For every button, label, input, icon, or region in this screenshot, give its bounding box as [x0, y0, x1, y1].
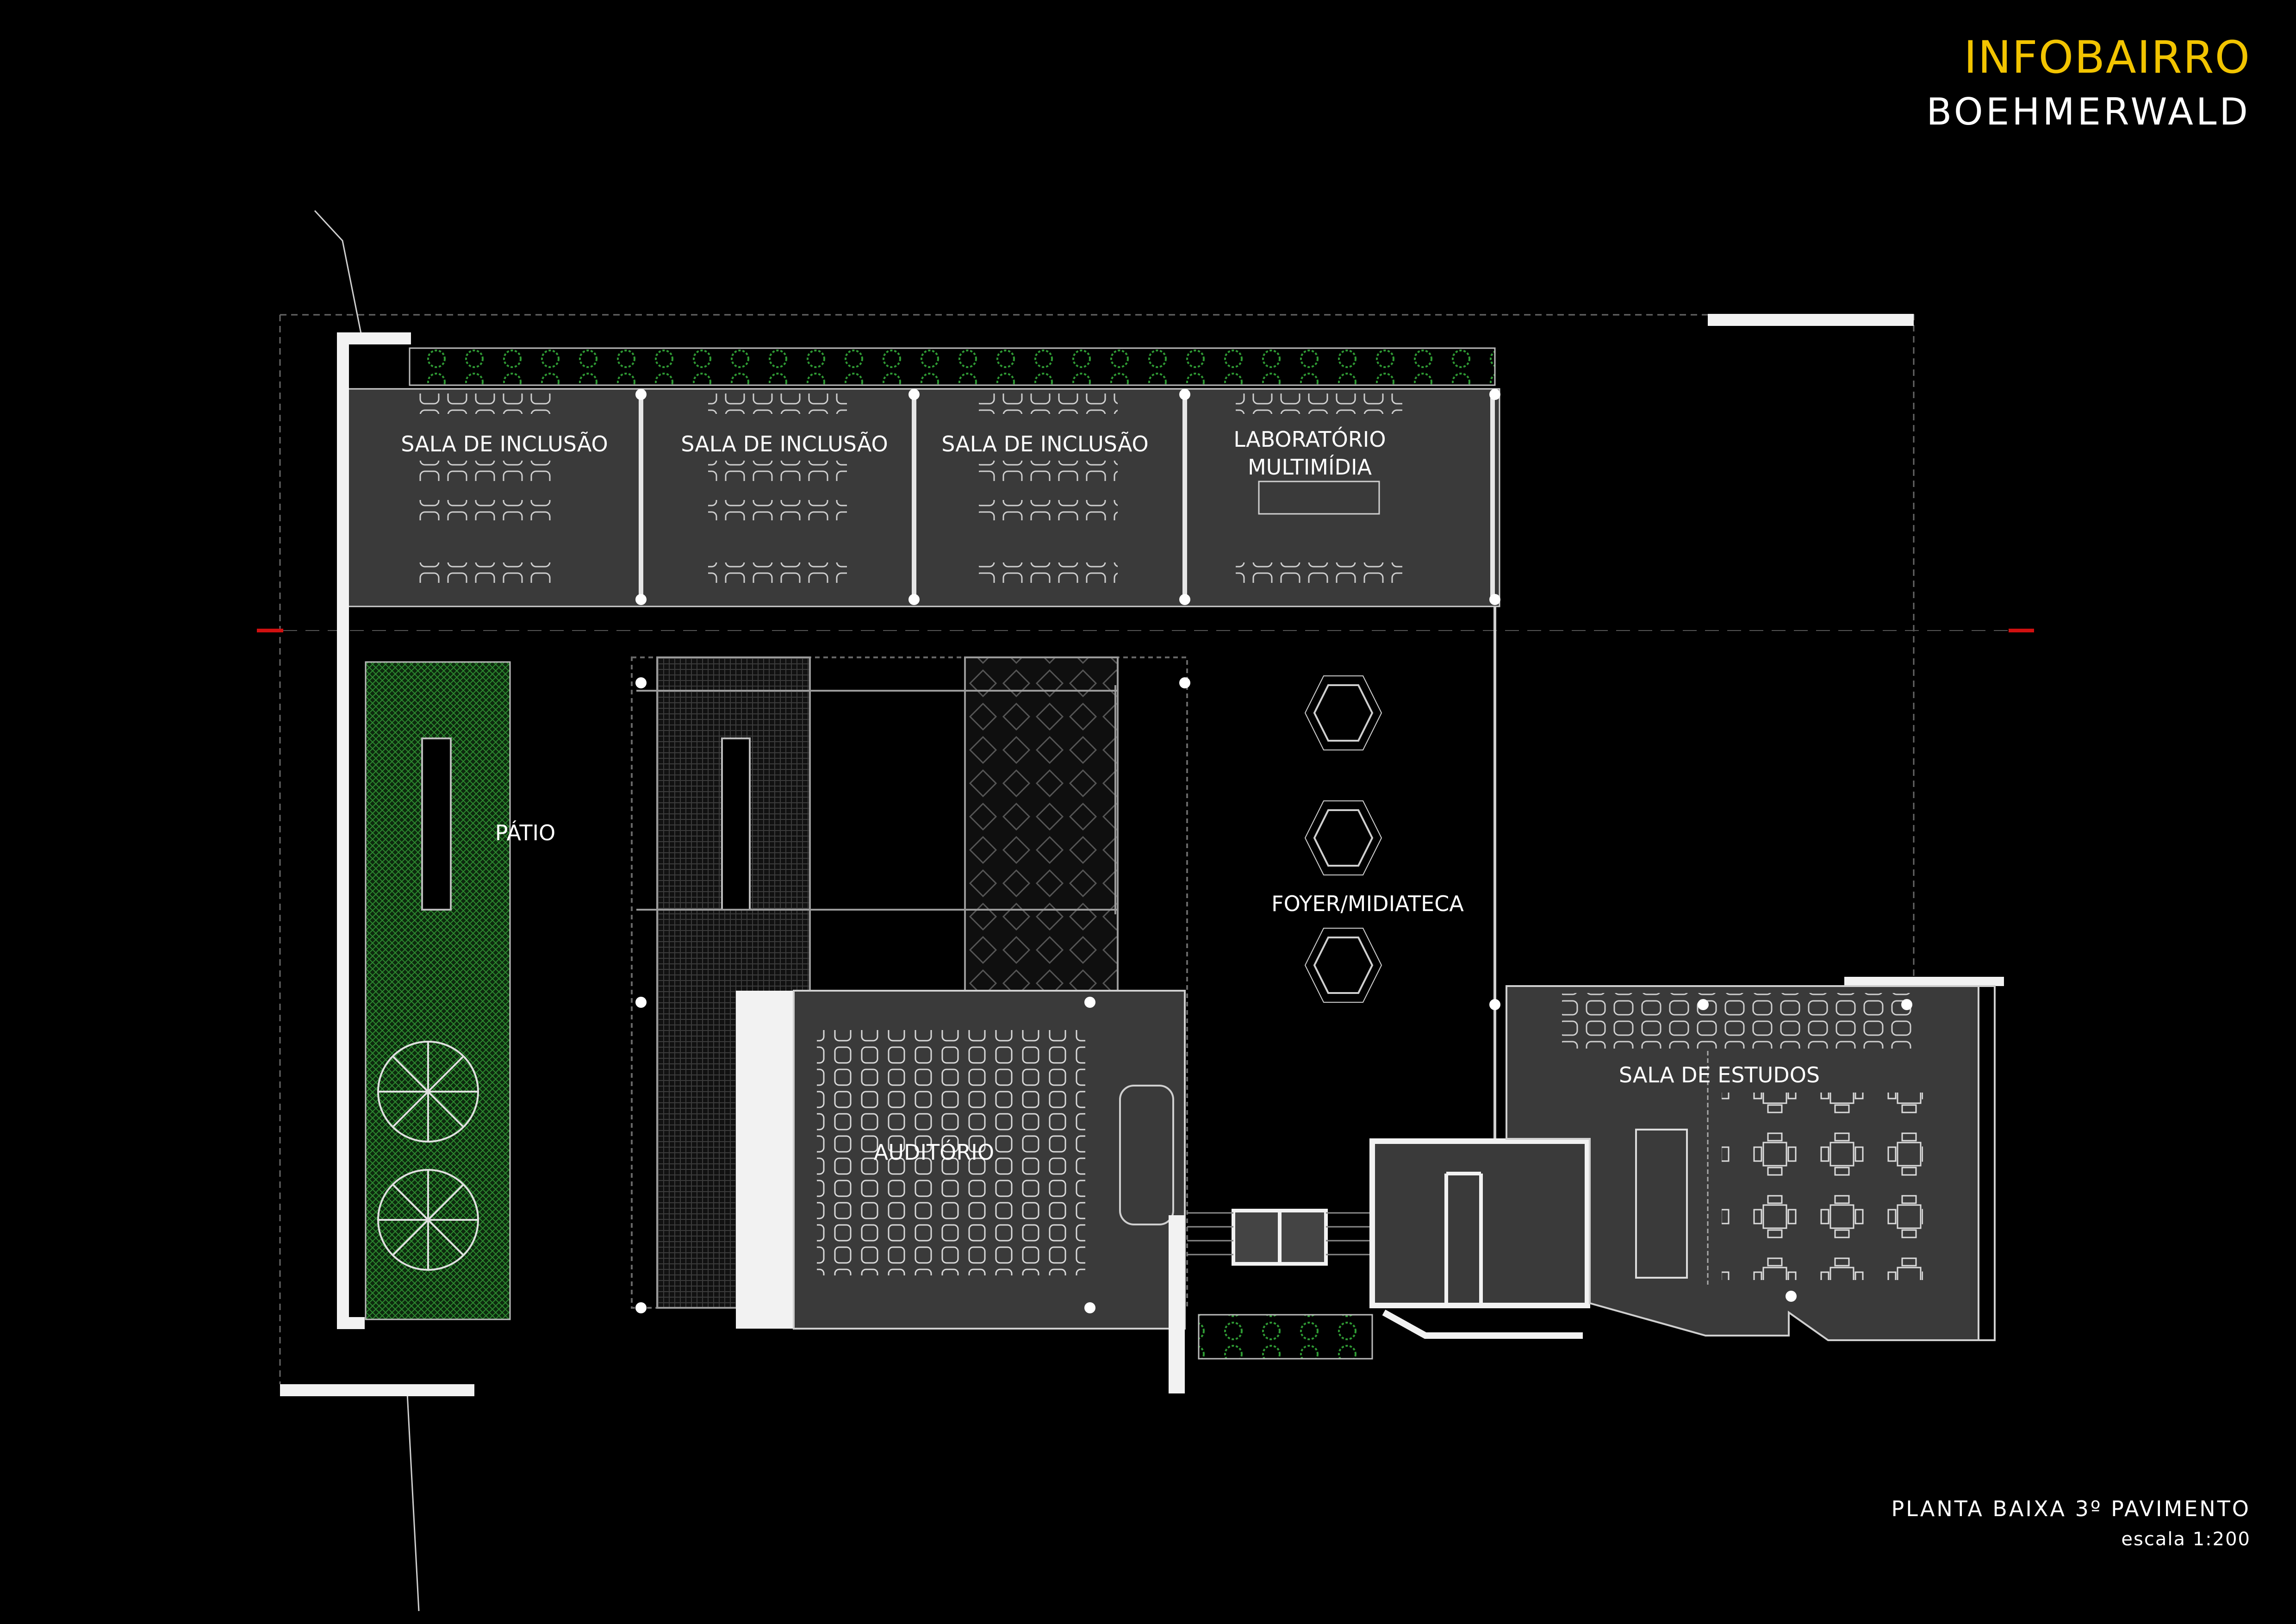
street-line-bottom	[406, 1393, 420, 1612]
restroom-lower-wall	[1382, 1309, 1583, 1339]
label-inclusion-3: SALA DE INCLUSÃO	[941, 431, 1148, 456]
columns	[635, 389, 1912, 1313]
label-inclusion-1: SALA DE INCLUSÃO	[401, 431, 608, 456]
drawing-scale: escala 1:200	[2121, 1529, 2251, 1550]
auditorium-seats	[817, 1030, 1085, 1275]
patio-trees	[377, 1041, 479, 1271]
restroom-partitions	[1444, 1172, 1483, 1305]
drawing-title: PLANTA BAIXA 3º PAVIMENTO	[1891, 1496, 2251, 1521]
label-patio: PÁTIO	[495, 820, 556, 845]
study-workstations	[1562, 993, 1911, 1049]
foyer-pods	[1304, 675, 1382, 1003]
label-inclusion-2: SALA DE INCLUSÃO	[681, 431, 888, 456]
classroom-dividers	[639, 393, 1495, 602]
elevators	[1232, 1209, 1328, 1266]
auditorium-east-wall	[1169, 1215, 1185, 1393]
stairs	[1187, 1212, 1372, 1255]
label-foyer: FOYER/MIDIATECA	[1271, 891, 1464, 916]
bottom-planter	[1198, 1314, 1373, 1360]
header-brand: INFOBAIRRO	[1964, 31, 2251, 83]
street-line-top	[314, 210, 362, 334]
header-place: BOEHMERWALD	[1926, 90, 2251, 133]
classroom-furniture	[417, 394, 1402, 583]
study-long-table	[1635, 1129, 1688, 1279]
label-lab-line2: MULTIMÍDIA	[1248, 455, 1372, 480]
patio-bench	[421, 737, 452, 911]
label-auditorium: AUDITÓRIO	[874, 1140, 994, 1165]
label-study: SALA DE ESTUDOS	[1619, 1062, 1820, 1087]
study-east-glazing	[1978, 985, 1996, 1341]
top-planter	[409, 347, 1496, 386]
auditorium-booth	[1119, 1085, 1174, 1225]
study-group-tables	[1722, 1093, 1923, 1280]
auditorium-stage	[736, 991, 794, 1329]
label-lab-line1: LABORATÓRIO	[1233, 427, 1386, 452]
exterior-walls	[280, 314, 2004, 1396]
